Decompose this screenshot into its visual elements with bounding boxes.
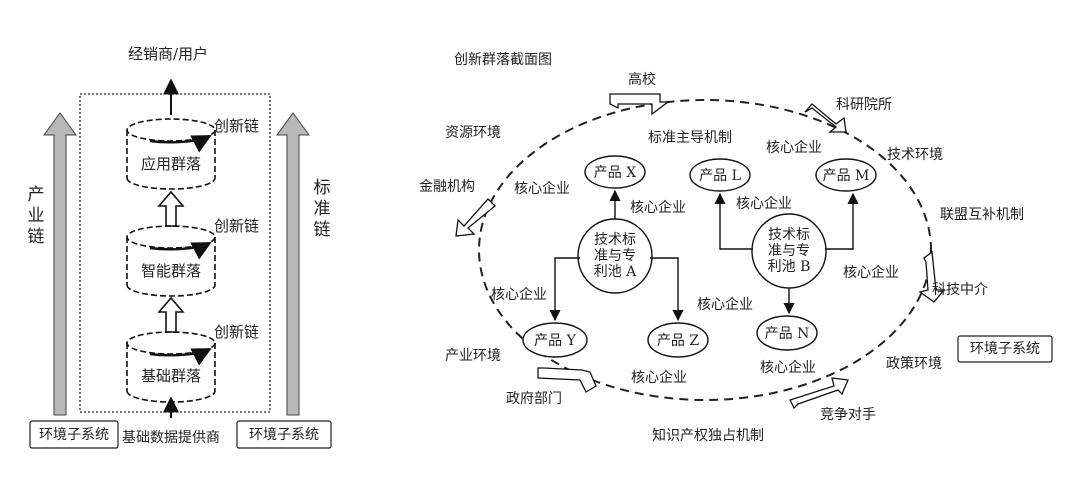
- cycle-arrow-application: [149, 134, 212, 153]
- label-tech-intermediary: 科技中介: [932, 282, 988, 298]
- industry-chain-arrow: [43, 112, 77, 416]
- arrow-b-to-l: [714, 192, 753, 250]
- label-government: 政府部门: [506, 391, 562, 407]
- dealer-user-label: 经销商/用户: [128, 45, 209, 63]
- product-n-label: 产品 N: [764, 326, 810, 342]
- cylinder-base: [126, 331, 216, 403]
- product-x-node: [584, 155, 646, 189]
- exchange-arrow-competitor: [789, 377, 849, 410]
- label-core-enterprise-l: 核心企业: [736, 196, 792, 212]
- data-provider-label: 基础数据提供商: [122, 430, 220, 446]
- arrow-a-to-y: [549, 257, 580, 322]
- standard-chain-label: 标准链: [313, 178, 331, 240]
- env-subsystem-right-label: 环境子系统: [249, 427, 319, 443]
- label-research-institute: 科研院所: [836, 97, 892, 113]
- env-box-right: [236, 420, 332, 449]
- label-core-enterprise-n: 核心企业: [760, 360, 816, 376]
- label-finance: 金融机构: [419, 179, 475, 195]
- arrow-a-to-z: [650, 257, 684, 322]
- label-core-enterprise-b: 核心企业: [843, 265, 899, 281]
- env-subsystem-left-label: 环境子系统: [39, 427, 109, 443]
- industry-chain-label: 产业链: [27, 185, 45, 247]
- layer-smart-label: 智能群落: [140, 262, 201, 280]
- label-policy-env: 政策环境: [886, 356, 942, 372]
- innovation-chain-label-2: 创新链: [214, 217, 260, 235]
- label-competitor: 竞争对手: [820, 407, 876, 423]
- product-z-label: 产品 Z: [656, 333, 700, 349]
- product-y-label: 产品 Y: [534, 333, 576, 349]
- exchange-arrow-intermediary: [918, 250, 946, 303]
- label-tech-env: 技术环境: [887, 147, 943, 163]
- hollow-arrow-1: [157, 190, 185, 227]
- product-l-label: 产品 L: [699, 168, 741, 184]
- exchange-arrow-finance: [455, 198, 496, 237]
- product-l-node: [689, 158, 751, 192]
- label-core-enterprise-y: 核心企业: [491, 287, 547, 303]
- label-industry-env: 产业环境: [445, 348, 501, 364]
- env-subsystem-label: 环境子系统: [970, 341, 1040, 357]
- exchange-arrow-university: [609, 93, 670, 116]
- product-m-node: [815, 158, 877, 192]
- label-university: 高校: [628, 72, 656, 88]
- product-n-node: [756, 315, 818, 351]
- innovation-chain-label-1: 创新链: [214, 117, 260, 135]
- community-boundary: [478, 99, 932, 401]
- pool-a-line-3: 利池 A: [593, 264, 637, 280]
- label-core-enterprise-top: 核心企业: [766, 140, 822, 156]
- label-core-enterprise-z: 核心企业: [697, 297, 753, 313]
- cycle-arrow-base: [149, 347, 212, 366]
- label-core-enterprise-a: 核心企业: [630, 200, 686, 216]
- pool-a-label: 技术标 准与专 利池 A: [585, 232, 645, 280]
- cycle-arrow-smart: [149, 241, 212, 260]
- innovation-chain-label-3: 创新链: [214, 323, 260, 341]
- exchange-arrow-government: [537, 367, 597, 393]
- label-alliance: 联盟互补机制: [940, 207, 1024, 223]
- env-subsystem-box: [957, 335, 1053, 363]
- pool-b-line-3: 利池 B: [767, 259, 811, 275]
- cylinder-application: [126, 118, 216, 190]
- product-m-label: 产品 M: [822, 168, 870, 184]
- pool-a-line-1: 技术标: [594, 232, 636, 248]
- label-ip-monopoly: 知识产权独占机制: [652, 428, 764, 444]
- pool-b-line-1: 技术标: [768, 227, 810, 243]
- env-box-left: [29, 420, 119, 449]
- hollow-arrow-2: [157, 296, 185, 333]
- pool-b-line-2: 准与专: [768, 243, 810, 259]
- label-core-enterprise-left: 核心企业: [514, 181, 570, 197]
- pool-a-line-2: 准与专: [594, 248, 636, 264]
- label-standard-mechanism: 标准主导机制: [648, 130, 732, 146]
- exchange-arrow-research: [804, 103, 847, 133]
- subsystem-frame: [79, 93, 271, 413]
- label-core-enterprise-bottom: 核心企业: [631, 370, 687, 386]
- section-title: 创新群落截面图: [454, 52, 552, 68]
- product-x-label: 产品 X: [593, 165, 637, 181]
- layer-base-label: 基础群落: [140, 367, 201, 385]
- standard-chain-arrow: [276, 112, 310, 416]
- pool-b-label: 技术标 准与专 利池 B: [759, 227, 819, 275]
- product-y-node: [522, 322, 588, 358]
- arrow-b-to-m: [825, 192, 859, 250]
- label-resource-env: 资源环境: [445, 125, 501, 141]
- layer-application-label: 应用群落: [140, 155, 201, 173]
- cylinder-smart: [126, 225, 216, 297]
- product-z-node: [647, 322, 709, 358]
